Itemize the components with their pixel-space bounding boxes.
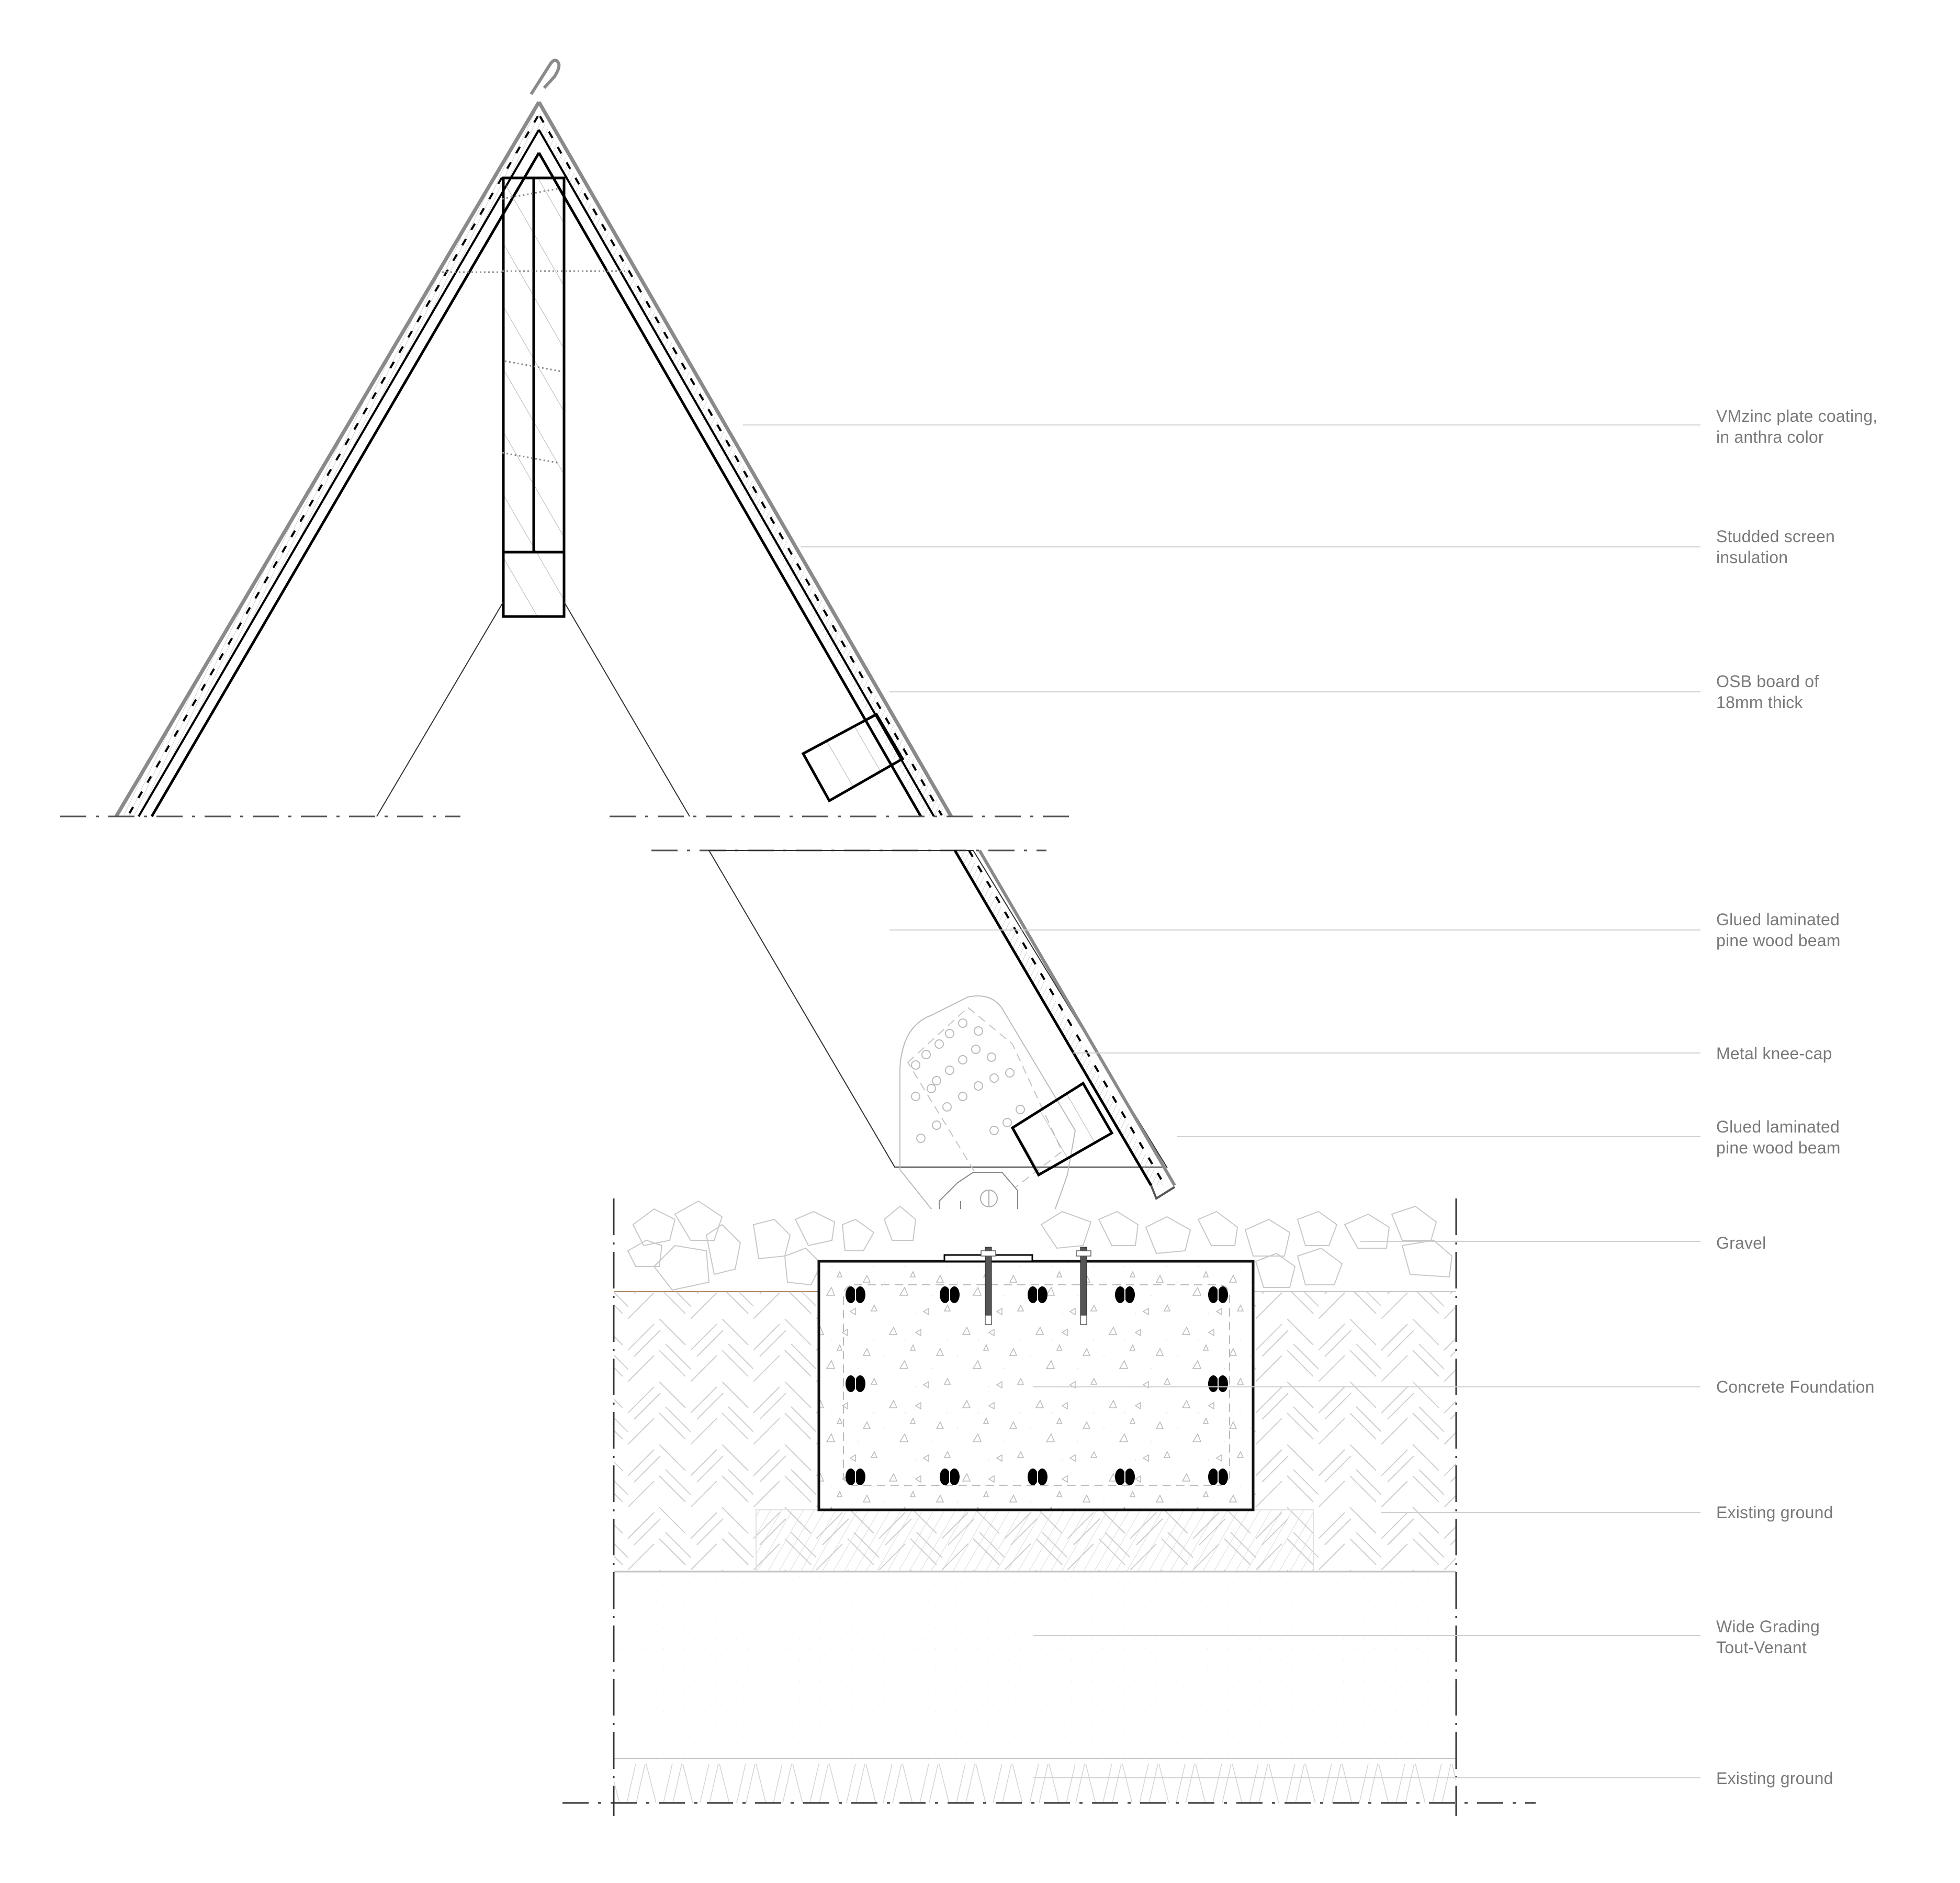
leader-lines	[743, 424, 1700, 1778]
label-metal-knee-cap: Metal knee-cap	[1716, 1044, 1832, 1063]
roof-right-slope	[537, 101, 953, 817]
label-concrete-foundation: Concrete Foundation	[1716, 1377, 1875, 1396]
ground-section	[562, 1198, 1536, 1816]
concrete-foundation	[817, 1247, 1255, 1511]
label-glulam-beam-upper: Glued laminated pine wood beam	[1716, 910, 1841, 950]
roof-left-slope	[114, 101, 541, 817]
lower-purlin	[1010, 1081, 1114, 1177]
subbase-under-foundation	[756, 1509, 1314, 1572]
anchor-bolts	[981, 1247, 1091, 1325]
tout-venant-layer	[614, 1572, 1456, 1758]
section-frame	[613, 1198, 1457, 1816]
roof-lower-section	[708, 849, 1176, 1261]
roof-upper-section	[60, 59, 1070, 851]
label-gravel: Gravel	[1716, 1234, 1766, 1252]
label-osb-board: OSB board of 18mm thick	[1716, 672, 1819, 712]
upper-purlin	[801, 712, 905, 803]
ridge-zinc-hook	[530, 59, 561, 95]
label-vmzinc-plate-coating: VMzinc plate coating, in anthra color	[1716, 407, 1878, 446]
label-glulam-beam-lower: Glued laminated pine wood beam	[1716, 1117, 1841, 1157]
label-existing-ground-lower: Existing ground	[1716, 1769, 1833, 1788]
ridge-post	[376, 176, 690, 817]
label-existing-ground-upper: Existing ground	[1716, 1503, 1833, 1522]
label-studded-screen-insulation: Studded screen insulation	[1716, 527, 1835, 567]
label-tout-venant: Wide Grading Tout-Venant	[1716, 1617, 1820, 1657]
break-lines	[60, 815, 1070, 851]
existing-ground-lower	[614, 1758, 1456, 1803]
